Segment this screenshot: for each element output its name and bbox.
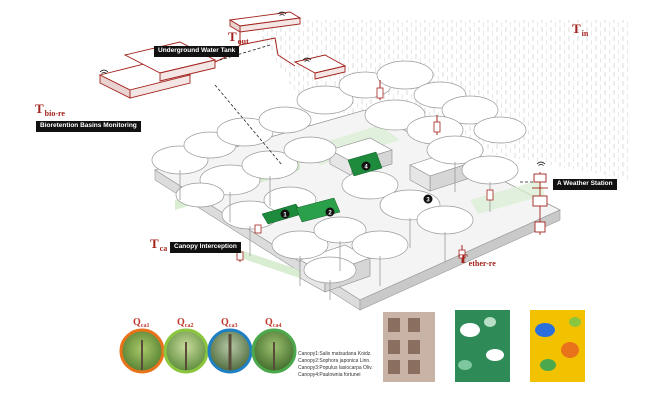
tree-trunks (179, 162, 491, 300)
t-bio-re-label: Tbio-re (35, 101, 65, 118)
q-ca3-label: Qca3 (221, 317, 238, 330)
canopy-point-cloud-green (455, 310, 510, 382)
weather-station (532, 172, 548, 235)
canopy-classification-map (530, 310, 585, 382)
canopy-photo-4 (251, 328, 297, 374)
legend-line: Canopy3:Populus lasiocarpa Oliv. (298, 365, 373, 371)
sensor-poles (236, 87, 494, 261)
canopy-marker-4: 4 (361, 161, 371, 171)
t-ether-re-label: Tether-re (459, 251, 496, 268)
legend-line: Canopy2:Sophora japonica Linn. (298, 358, 371, 364)
canopy-interception-tag: Canopy Interception (170, 242, 241, 253)
q-ca4-label: Qca4 (265, 317, 282, 330)
svg-text:2: 2 (328, 211, 332, 217)
tree-canopies (151, 60, 527, 284)
svg-text:4: 4 (364, 165, 368, 171)
t-in-label: Tin (572, 21, 589, 38)
bioretention-basins-monitoring-tag: Bioretention Basins Monitoring (36, 121, 141, 132)
weather-station-tag: A Weather Station (553, 179, 617, 190)
legend-line: Canopy4:Paulownia fortunei (298, 372, 361, 378)
canopy-photo-3 (207, 328, 253, 374)
building-photo (383, 312, 435, 382)
q-ca1-label: Qca1 (133, 317, 150, 330)
canopy-marker-1: 1 (280, 209, 290, 219)
canopy-marker-3: 3 (423, 194, 433, 204)
canopy-species-legend: Canopy1:Salix matsudana Koidz. Canopy2:S… (298, 351, 373, 379)
data-link-lines (214, 44, 535, 183)
legend-line: Canopy1:Salix matsudana Koidz. (298, 351, 372, 357)
canopy-marker-2: 2 (325, 207, 335, 217)
bioretention-basin-3 (293, 54, 347, 80)
wifi-icon (99, 11, 546, 166)
svg-text:1: 1 (283, 213, 287, 219)
canopy-photo-2 (163, 328, 209, 374)
underground-water-tank-tag: Underground Water Tank (154, 46, 240, 57)
t-out-label: Tout (228, 29, 249, 46)
canopy-photo-1 (119, 328, 165, 374)
q-ca2-label: Qca2 (177, 317, 194, 330)
svg-text:3: 3 (426, 198, 430, 204)
t-ca-label: Tca (150, 236, 168, 253)
